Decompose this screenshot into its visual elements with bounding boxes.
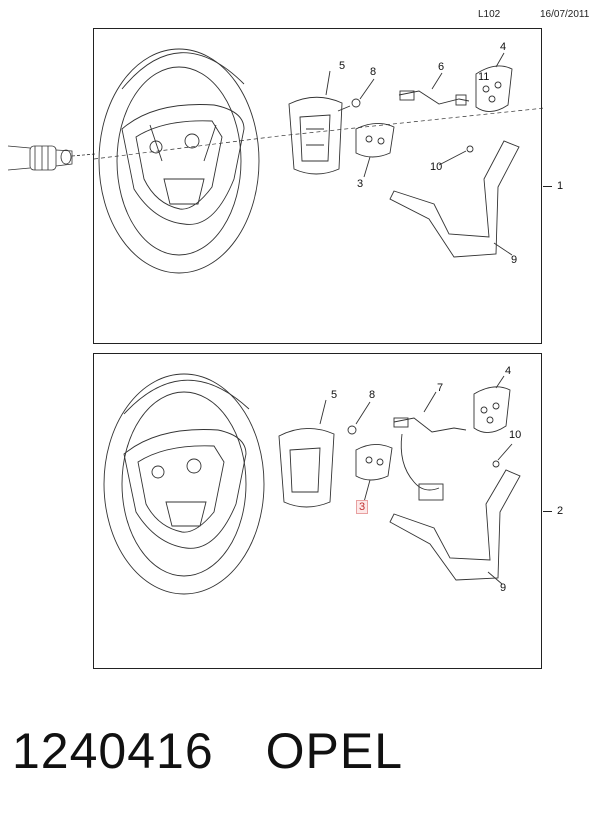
callout-3: 3 xyxy=(356,500,369,514)
trim-cover-5 xyxy=(288,96,343,175)
control-switch-3 xyxy=(355,123,395,158)
screw-10 xyxy=(492,460,500,468)
lower-bezel-9 xyxy=(389,140,520,258)
callout-9: 9 xyxy=(511,254,518,266)
callout-10: 10 xyxy=(509,429,522,441)
steering-wheel-exploded-view-2 xyxy=(103,373,521,595)
steering-wheel-rim xyxy=(103,373,265,595)
callout-5: 5 xyxy=(331,389,338,401)
panel-2-label: 2 xyxy=(557,505,564,517)
callout-4: 4 xyxy=(500,41,507,53)
lower-bezel-9 xyxy=(389,469,521,581)
panel-1-tick xyxy=(543,186,552,187)
screw-8 xyxy=(347,425,357,435)
callout-5: 5 xyxy=(339,60,346,72)
callout-7: 7 xyxy=(437,382,444,394)
part-number: 1240416 xyxy=(12,723,214,779)
screw-10 xyxy=(466,145,474,153)
panel-1-label: 1 xyxy=(557,180,564,192)
control-switch-4 xyxy=(473,386,511,433)
brand-name: OPEL xyxy=(265,723,404,779)
panel-2-tick xyxy=(543,511,552,512)
footer-caption: 1240416 OPEL xyxy=(12,722,403,780)
callout-8: 8 xyxy=(369,389,376,401)
callout-8: 8 xyxy=(370,66,377,78)
diagram-panel-1: 5 8 6 4 11 3 10 9 xyxy=(93,28,543,344)
control-switch-4 xyxy=(475,65,513,112)
control-switch-3 xyxy=(355,444,393,481)
callout-3: 3 xyxy=(357,178,364,190)
callout-11: 11 xyxy=(478,71,490,83)
wiring-harness-7 xyxy=(393,417,467,433)
diagram-panel-2: 5 8 7 4 10 3 9 xyxy=(93,353,542,669)
steering-wheel-exploded-view-1 xyxy=(94,48,543,274)
callout-3-highlighted: 3 xyxy=(356,500,369,514)
trim-cover-5 xyxy=(278,428,335,508)
callout-9: 9 xyxy=(500,582,507,594)
wiring-harness-6 xyxy=(398,90,470,105)
callout-6: 6 xyxy=(438,61,445,73)
drawing-code: L102 xyxy=(478,9,501,20)
drawing-date: 16/07/2011 xyxy=(540,9,590,20)
callout-10: 10 xyxy=(430,161,443,173)
steering-wheel-rim xyxy=(98,48,260,274)
callout-4: 4 xyxy=(505,365,512,377)
screw-8 xyxy=(351,98,361,108)
